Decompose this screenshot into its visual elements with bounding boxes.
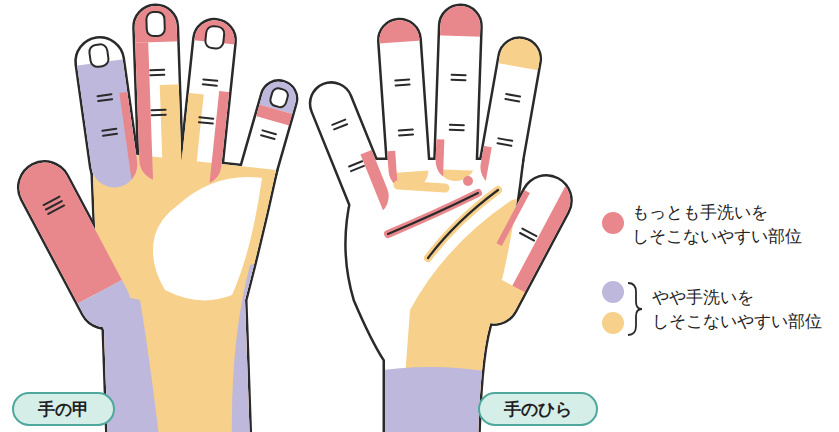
legend-bracket xyxy=(628,283,642,335)
hand-region xyxy=(179,18,236,186)
hand-region xyxy=(435,139,444,182)
finger-detail xyxy=(146,12,165,37)
hand-region xyxy=(69,275,139,336)
legend-swatch xyxy=(602,281,624,303)
finger-detail xyxy=(269,87,289,109)
finger-detail xyxy=(520,229,536,241)
back-of-hand xyxy=(0,0,320,432)
finger-detail xyxy=(150,70,166,115)
hand-region xyxy=(74,57,140,191)
hand-region xyxy=(74,57,140,191)
finger-detail xyxy=(88,43,118,136)
hand-outline xyxy=(305,5,579,432)
finger-detail xyxy=(146,12,168,116)
finger-detail xyxy=(44,197,65,214)
hand-region xyxy=(435,5,481,37)
finger-detail xyxy=(332,120,364,172)
finger-detail xyxy=(498,94,520,146)
view-label-badge: 手のひら xyxy=(478,392,598,426)
hand-region xyxy=(461,262,539,332)
hand-region xyxy=(134,5,182,181)
legend-label: もっとも手洗いを しそこないやすい部位 xyxy=(632,200,822,248)
hand-region xyxy=(378,19,430,45)
finger-detail xyxy=(199,79,217,123)
finger-detail xyxy=(205,25,225,49)
palm-crease xyxy=(388,176,498,258)
hand-region xyxy=(360,147,394,219)
hand-region xyxy=(360,147,394,219)
palm-crease xyxy=(428,190,498,258)
finger-detail xyxy=(450,75,466,130)
hand-region xyxy=(477,36,542,191)
hand-region xyxy=(134,42,153,181)
palm-of-hand xyxy=(305,0,597,432)
hand-region xyxy=(160,84,182,182)
hand-region xyxy=(0,100,320,432)
finger-detail xyxy=(88,43,109,67)
hand-region xyxy=(489,36,543,72)
hand-region xyxy=(0,100,320,432)
view-label: 手の甲 xyxy=(38,397,89,421)
finger-detail xyxy=(98,94,117,136)
legend-swatch xyxy=(602,212,624,234)
hand-region xyxy=(232,255,300,432)
legend-swatch xyxy=(602,312,624,334)
hand-region xyxy=(247,78,300,130)
hand-region xyxy=(119,91,140,190)
hand-region xyxy=(370,367,490,432)
finger-detail xyxy=(332,75,536,241)
hand-region xyxy=(477,145,491,190)
finger-detail xyxy=(261,130,276,139)
hand-region xyxy=(179,92,203,187)
hand-region xyxy=(153,177,262,300)
palm-crease xyxy=(463,176,473,186)
view-label: 手のひら xyxy=(504,397,572,421)
finger-detail xyxy=(44,12,290,214)
finger-detail xyxy=(260,87,289,139)
legend-label: やや手洗いを しそこないやすい部位 xyxy=(652,285,839,333)
palm-crease xyxy=(398,185,445,188)
finger-detail xyxy=(395,80,413,136)
hand-fill xyxy=(305,5,579,432)
hand-region xyxy=(134,5,182,43)
finger-detail xyxy=(197,25,225,123)
hand-region xyxy=(208,91,236,187)
palm-crease xyxy=(388,193,478,234)
hand-region xyxy=(435,5,481,181)
hand-region xyxy=(11,154,140,336)
finger-detail xyxy=(44,197,65,214)
view-label-badge: 手の甲 xyxy=(12,392,115,426)
hand-region xyxy=(378,19,430,191)
